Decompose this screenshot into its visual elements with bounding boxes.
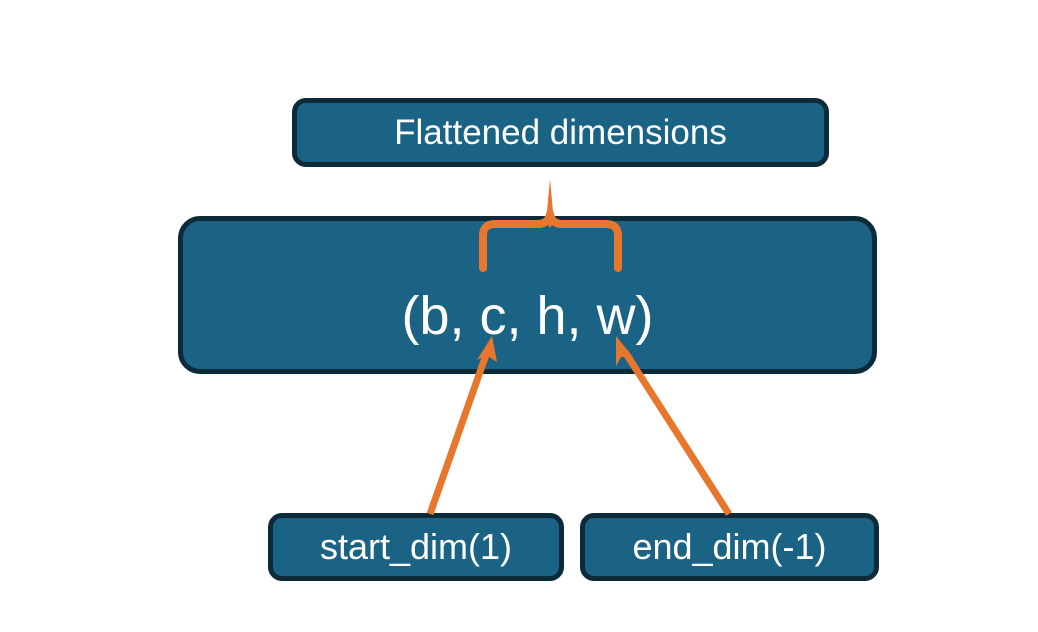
flattened-dimensions-label: Flattened dimensions — [394, 113, 727, 152]
flattened-dimensions-box: Flattened dimensions — [292, 98, 829, 167]
end-dim-label: end_dim(-1) — [632, 526, 827, 567]
start-dim-box: start_dim(1) — [268, 513, 564, 581]
end-dim-box: end_dim(-1) — [580, 513, 879, 581]
start-dim-label: start_dim(1) — [319, 526, 513, 567]
tensor-shape-box: (b, c, h, w) — [178, 216, 877, 374]
tensor-shape-label: (b, c, h, w) — [401, 286, 654, 346]
